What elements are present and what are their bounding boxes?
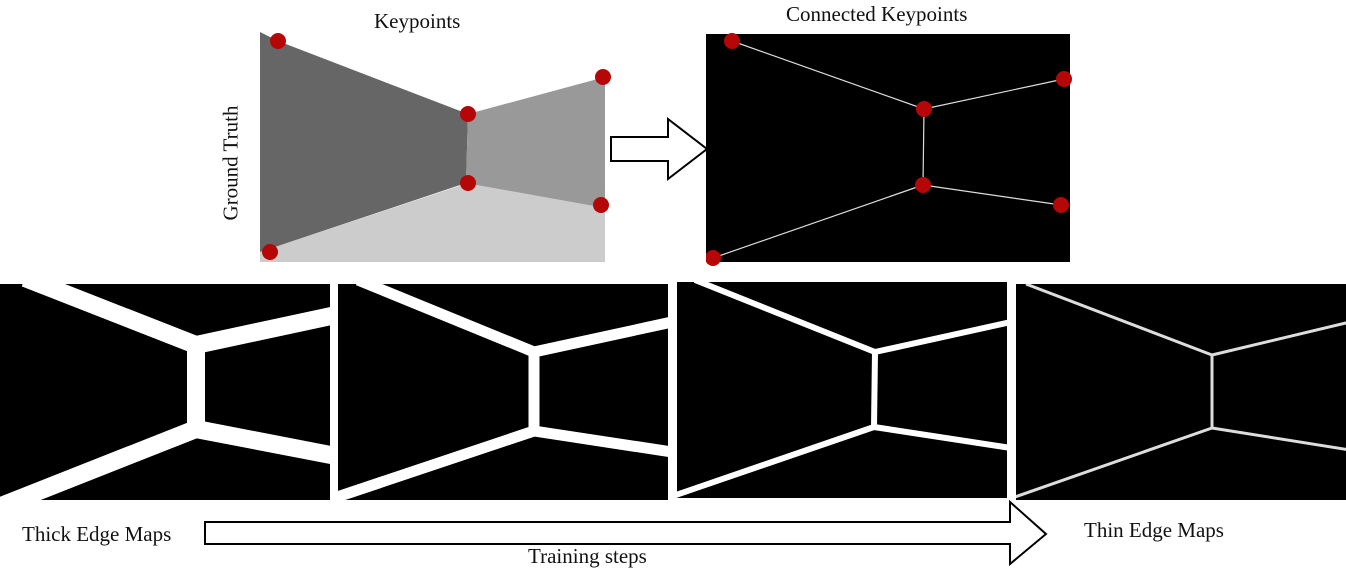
thin-edge-maps-label: Thin Edge Maps — [1084, 518, 1224, 542]
right-wall-region — [466, 77, 605, 208]
edge-map-3 — [677, 282, 1009, 498]
keypoint — [1053, 197, 1069, 213]
keypoint — [1056, 71, 1072, 87]
connected-keypoints-panel — [706, 33, 1072, 266]
keypoint-markers — [262, 33, 611, 260]
edge-map-2 — [338, 284, 670, 502]
keypoint — [915, 177, 931, 193]
left-wall-region — [260, 32, 468, 252]
edge-map-1 — [0, 284, 332, 502]
thick-edge-maps-label: Thick Edge Maps — [22, 522, 172, 546]
keypoint — [262, 244, 278, 260]
connected-keypoints-title: Connected Keypoints — [786, 2, 968, 26]
keypoint — [916, 101, 932, 117]
training-steps-arrow-icon — [204, 499, 1048, 567]
keypoint — [724, 33, 740, 49]
ground-truth-layout-panel — [260, 32, 611, 262]
keypoint — [270, 33, 286, 49]
keypoint — [593, 197, 609, 213]
connecting-lines — [712, 40, 1065, 259]
keypoint-markers — [706, 33, 1072, 266]
keypoint — [706, 250, 721, 266]
keypoint — [460, 106, 476, 122]
floor-region — [260, 183, 605, 262]
keypoint — [460, 175, 476, 191]
edge-map-4 — [1016, 284, 1346, 500]
ground-truth-label: Ground Truth — [218, 105, 243, 221]
keypoint — [595, 69, 611, 85]
right-arrow-icon — [610, 116, 709, 182]
training-steps-label: Training steps — [528, 544, 647, 568]
keypoints-title: Keypoints — [374, 9, 461, 33]
